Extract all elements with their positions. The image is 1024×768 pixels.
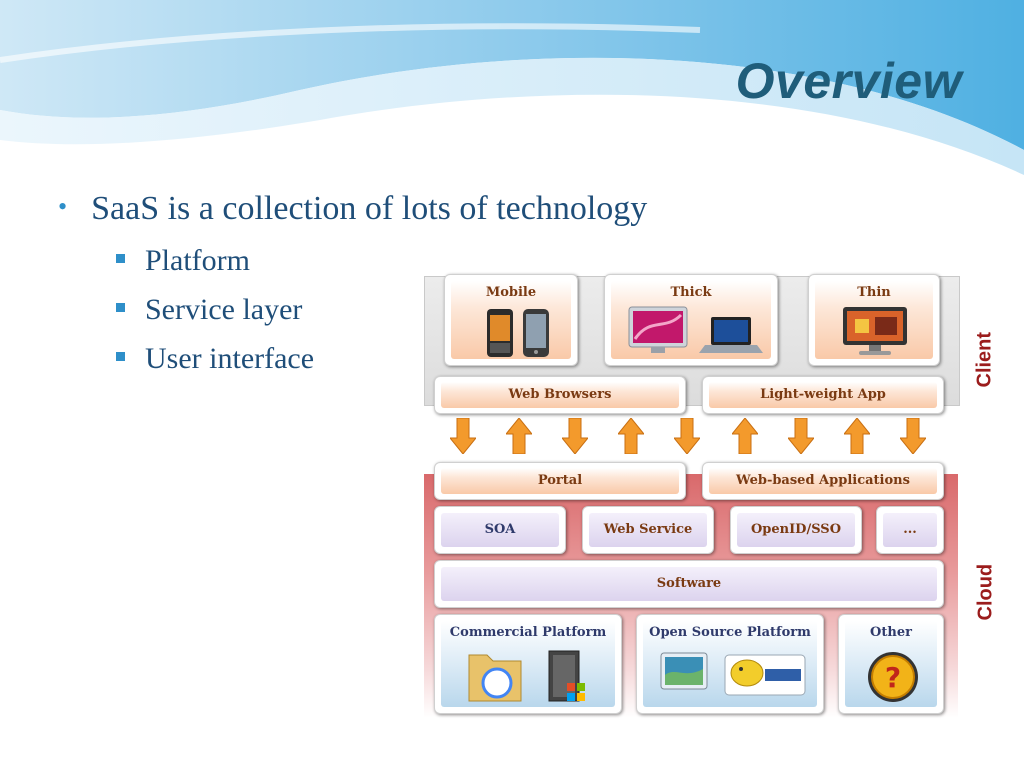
down-arrow-icon: [900, 418, 926, 454]
client-label: Client: [973, 331, 996, 388]
sub-item-text: Platform: [145, 244, 250, 277]
other-platform-box: Other ?: [838, 614, 944, 714]
thick-label: Thick: [670, 285, 712, 300]
sub-item-text: User interface: [145, 342, 315, 375]
down-arrow-icon: [788, 418, 814, 454]
soa-label: SOA: [484, 522, 516, 537]
cloud-label: Cloud: [974, 563, 997, 621]
sub-item-platform: Platform: [116, 244, 250, 278]
web-service-box: Web Service: [582, 506, 714, 554]
slide-title: Overview: [735, 53, 962, 109]
bullet-dot: •: [58, 192, 68, 221]
web-apps-box: Web-based Applications: [702, 462, 944, 500]
portal-label: Portal: [537, 473, 583, 488]
up-arrow-icon: [732, 418, 758, 454]
commercial-platform-box: Commercial Platform: [434, 614, 622, 714]
up-arrow-icon: [844, 418, 870, 454]
down-arrow-icon: [450, 418, 476, 454]
svg-text:?: ?: [885, 661, 901, 694]
mobile-phones-icon: [487, 309, 549, 357]
more-services-box: ...: [876, 506, 944, 554]
monitor-icon: [843, 307, 907, 355]
main-bullet-text: SaaS is a collection of lots of technolo…: [91, 190, 648, 227]
saas-diagram: Client Cloud Mobile Thick Thin: [420, 270, 1020, 720]
other-platform-label: Other: [870, 625, 912, 640]
commercial-platform-label: Commercial Platform: [449, 625, 607, 640]
more-services-label: ...: [903, 522, 917, 537]
web-service-label: Web Service: [603, 522, 693, 537]
up-arrow-icon: [618, 418, 644, 454]
question-mark-icon: ?: [868, 652, 918, 702]
background-wave: [0, 0, 1024, 175]
thick-box: Thick: [604, 274, 778, 366]
openid-sso-label: OpenID/SSO: [750, 522, 842, 537]
thin-box: Thin: [808, 274, 940, 366]
square-bullet-icon: [116, 254, 125, 263]
open-source-icon: [660, 652, 806, 696]
main-bullet: • SaaS is a collection of lots of technol…: [58, 190, 647, 228]
lightweight-app-label: Light-weight App: [760, 387, 886, 402]
mobile-label: Mobile: [485, 285, 537, 300]
square-bullet-icon: [116, 352, 125, 361]
down-arrow-icon: [562, 418, 588, 454]
portal-box: Portal: [434, 462, 686, 500]
open-source-platform-box: Open Source Platform: [636, 614, 824, 714]
software-box: Software: [434, 560, 944, 608]
lightweight-app-box: Light-weight App: [702, 376, 944, 414]
web-browsers-label: Web Browsers: [508, 387, 612, 402]
sub-item-service-layer: Service layer: [116, 293, 302, 327]
web-apps-label: Web-based Applications: [736, 473, 910, 488]
sub-item-text: Service layer: [145, 293, 303, 326]
web-browsers-box: Web Browsers: [434, 376, 686, 414]
up-arrow-icon: [506, 418, 532, 454]
soa-box: SOA: [434, 506, 566, 554]
sub-item-user-interface: User interface: [116, 342, 314, 376]
square-bullet-icon: [116, 303, 125, 312]
mobile-box: Mobile: [444, 274, 578, 366]
folder-windows-icon: [468, 650, 585, 702]
open-source-platform-label: Open Source Platform: [649, 625, 811, 640]
openid-sso-box: OpenID/SSO: [730, 506, 862, 554]
down-arrow-icon: [674, 418, 700, 454]
desktop-laptop-icon: [628, 306, 763, 353]
thin-label: Thin: [857, 285, 891, 300]
software-label: Software: [656, 576, 722, 591]
